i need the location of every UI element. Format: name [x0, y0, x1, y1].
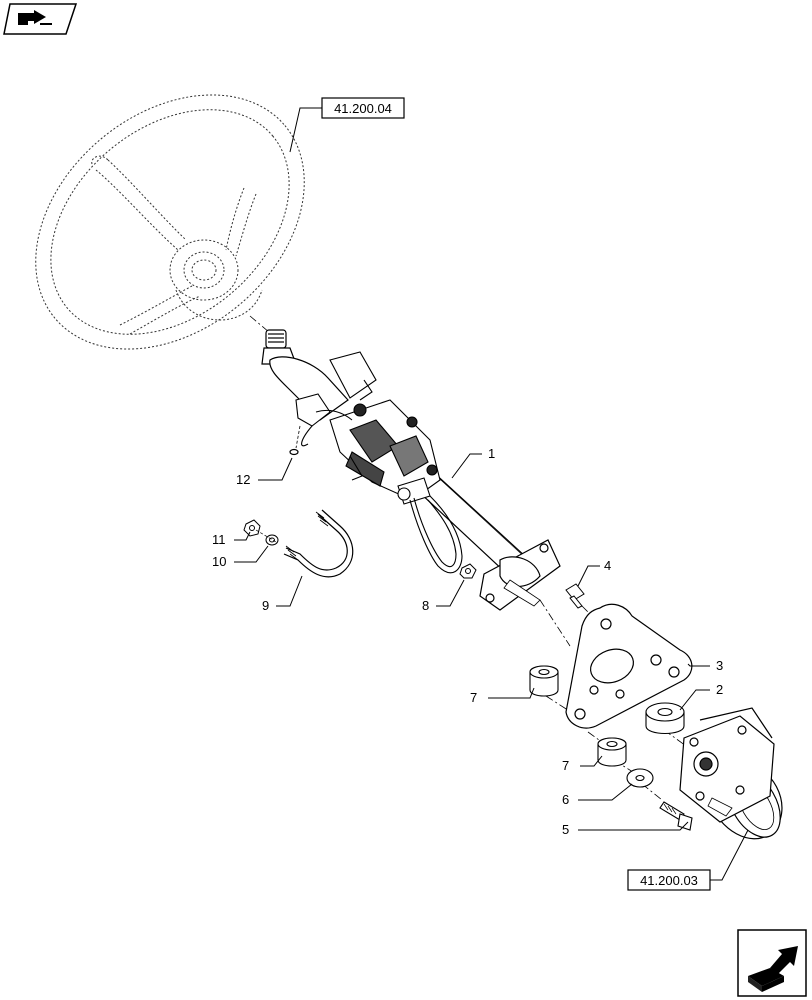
- callout-7-upper: 7: [470, 690, 477, 705]
- part-12-clip: [289, 425, 301, 456]
- book-arrow-icon[interactable]: [3, 3, 78, 35]
- callout-2: 2: [716, 682, 723, 697]
- callout-1: 1: [488, 446, 495, 461]
- callout-4: 4: [604, 558, 611, 573]
- callout-12: 12: [236, 472, 250, 487]
- part-10-washer: [265, 534, 279, 546]
- ref-box-steering-unit[interactable]: 41.200.03: [627, 869, 711, 891]
- callout-10: 10: [212, 554, 226, 569]
- callout-6: 6: [562, 792, 569, 807]
- callout-7-lower: 7: [562, 758, 569, 773]
- ref-label-steering-wheel: 41.200.04: [334, 101, 392, 116]
- ref-box-steering-wheel[interactable]: 41.200.04: [321, 97, 405, 119]
- part-7-spacer-lower: [597, 737, 627, 767]
- next-page-arrow-icon[interactable]: [737, 929, 807, 997]
- tilt-mechanism: [295, 351, 441, 505]
- callout-11: 11: [212, 532, 226, 547]
- part-5-bolt: [659, 801, 693, 831]
- steering-unit: [679, 707, 783, 840]
- part-8-nut: [459, 563, 477, 579]
- callout-9: 9: [262, 598, 269, 613]
- part-3-plate: [565, 603, 693, 729]
- part-7-spacer-upper: [529, 665, 559, 697]
- part-9-u-bolt: [283, 509, 354, 578]
- part-2-spacer: [645, 702, 685, 735]
- leader-lines: [234, 107, 749, 881]
- part-11-nut: [243, 519, 261, 537]
- callout-3: 3: [716, 658, 723, 673]
- steering-wheel: [35, 94, 305, 350]
- ref-label-steering-unit: 41.200.03: [640, 873, 698, 888]
- cable-loop: [409, 495, 463, 574]
- part-6-washer: [626, 768, 654, 788]
- callout-8: 8: [422, 598, 429, 613]
- callout-5: 5: [562, 822, 569, 837]
- part-4-bolt: [565, 583, 585, 609]
